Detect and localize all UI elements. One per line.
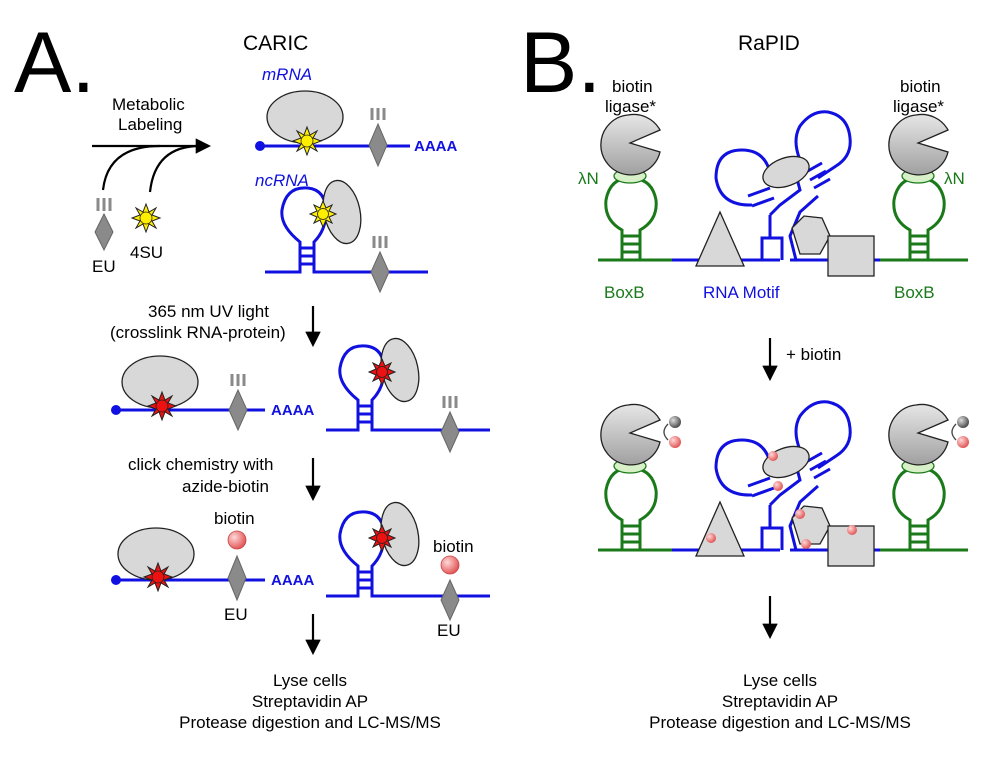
biotin-dot-5-icon <box>801 539 811 549</box>
biotin-ball-ncrna-icon <box>440 555 460 575</box>
su-star-ncrna-icon <box>308 199 338 229</box>
mrna-label: mRNA <box>262 65 312 84</box>
motif-protein-triangle <box>694 210 746 267</box>
red-star-ncrna-2-icon <box>367 523 397 553</box>
polya-mrna-3: AAAA <box>271 572 314 589</box>
eu-curve <box>101 144 161 191</box>
ncrna-label: ncRNA <box>255 171 309 190</box>
biotin-label-mrna: biotin <box>214 509 255 528</box>
activated-biotin-right-arc <box>951 423 957 441</box>
ligase-right-2-icon <box>888 403 949 466</box>
panel-b-letter: B. <box>520 15 601 111</box>
su-label: 4SU <box>130 243 163 262</box>
panel-a-title: CARIC <box>243 32 308 55</box>
final-a-1: Lyse cells <box>273 671 347 690</box>
biotin-dot-4-icon <box>795 509 805 519</box>
boxb-left: BoxB <box>604 283 645 302</box>
ligase-left-icon <box>600 113 661 176</box>
eu-mrna-icon <box>368 108 388 168</box>
eu-label-ncrna: EU <box>437 621 461 640</box>
final-b-3: Protease digestion and LC-MS/MS <box>649 713 911 732</box>
metabolic-label-2: Labeling <box>118 115 182 134</box>
plus-biotin-label: + biotin <box>786 345 841 364</box>
biotin-dot-6-icon <box>847 525 857 535</box>
activated-biotin-right-pink-icon <box>957 436 969 448</box>
lambda-n-left: λN <box>578 169 599 188</box>
eu-mrna-2-icon <box>228 374 248 432</box>
eu-ncrna-icon <box>370 236 390 294</box>
red-star-ncrna-1-icon <box>367 357 397 387</box>
biotin-label-ncrna: biotin <box>433 537 474 556</box>
su-star-icon <box>130 202 162 234</box>
polya-mrna-1: AAAA <box>414 138 457 155</box>
final-b-2: Streptavidin AP <box>722 692 838 711</box>
ligase-left-2-icon <box>600 403 661 466</box>
ligase-right-1: biotin <box>900 77 941 96</box>
uv-label-2: (crosslink RNA-protein) <box>110 323 286 342</box>
final-b-1: Lyse cells <box>743 671 817 690</box>
su-curve <box>148 144 201 193</box>
boxb-right: BoxB <box>894 283 935 302</box>
biotin-ball-mrna-icon <box>227 530 247 550</box>
final-a-3: Protease digestion and LC-MS/MS <box>179 713 441 732</box>
lambda-n-right: λN <box>944 169 965 188</box>
motif-protein-hexagon <box>791 215 831 255</box>
su-star-mrna-icon <box>291 125 323 157</box>
eu-ncrna-2-icon <box>440 396 460 454</box>
click-label-2: azide-biotin <box>182 477 269 496</box>
activated-biotin-right-grey-icon <box>957 416 969 428</box>
eu-label-mrna: EU <box>224 605 248 624</box>
eu-nucleotide-icon <box>94 198 114 252</box>
ligase-right-icon <box>888 113 949 176</box>
metabolic-label-1: Metabolic <box>112 95 185 114</box>
motif-protein-oval-2 <box>762 445 810 479</box>
panel-a-letter: A. <box>14 15 95 111</box>
biotin-dot-2-icon <box>773 481 783 491</box>
activated-biotin-left-arc <box>663 423 669 441</box>
motif-protein-oval <box>762 155 810 189</box>
uv-label-1: 365 nm UV light <box>148 302 269 321</box>
panel-b-title: RaPID <box>738 32 800 55</box>
final-a-2: Streptavidin AP <box>252 692 368 711</box>
ligase-right-2: ligase* <box>893 97 944 116</box>
biotin-dot-1-icon <box>768 451 778 461</box>
red-star-mrna-1-icon <box>146 390 178 422</box>
ligase-left-2: ligase* <box>605 97 656 116</box>
motif-protein-square <box>827 235 875 277</box>
biotin-dot-3-icon <box>706 533 716 543</box>
polya-mrna-2: AAAA <box>271 402 314 419</box>
motif-protein-triangle-2 <box>694 500 746 557</box>
ligase-left-1: biotin <box>612 77 653 96</box>
rna-motif-label: RNA Motif <box>703 283 780 302</box>
eu-label: EU <box>92 257 116 276</box>
red-star-mrna-2-icon <box>142 561 174 593</box>
activated-biotin-left-grey-icon <box>669 416 681 428</box>
activated-biotin-left-pink-icon <box>669 436 681 448</box>
click-label-1: click chemistry with <box>128 455 273 474</box>
